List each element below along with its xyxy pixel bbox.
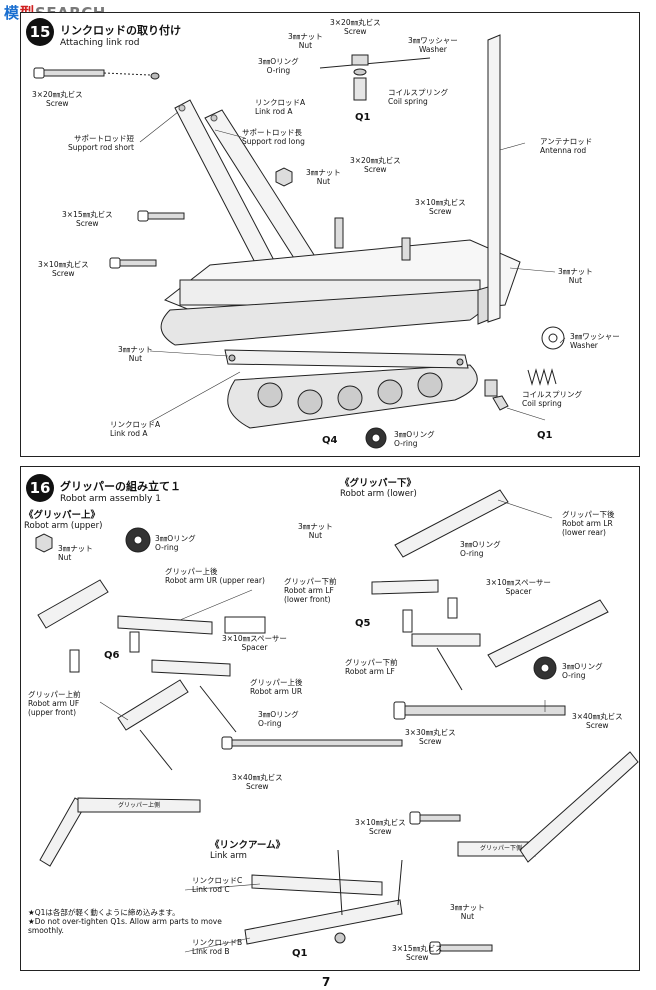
step-15-title: リンクロッドの取り付け Attaching link rod <box>60 24 181 48</box>
step-16-panel <box>20 466 640 971</box>
arm-inscription-lower: グリッパー下側 <box>480 845 523 852</box>
callout-q1-right: Q1 <box>537 430 553 441</box>
callout-q1-link: Q1 <box>292 948 308 959</box>
callout-q5: Q5 <box>355 618 371 629</box>
section-robot-arm-upper: 《グリッパー上》Robot arm (upper) <box>24 510 103 531</box>
assembly-note: ★Q1は各部が軽く動くように締め込みます。 ★Do not over-tight… <box>28 908 222 935</box>
page-number: 7 <box>322 975 331 989</box>
callout-q6: Q6 <box>104 650 120 661</box>
step-16-badge: 16 <box>26 474 54 502</box>
section-link-arm: 《リンクアーム》Link arm <box>210 840 286 861</box>
section-robot-arm-lower: 《グリッパー下》Robot arm (lower) <box>340 478 417 499</box>
callout-q1-top: Q1 <box>355 112 371 123</box>
step-15-badge: 15 <box>26 18 54 46</box>
callout-q4: Q4 <box>322 435 338 446</box>
arm-inscription-upper: グリッパー上側 <box>118 802 161 809</box>
step-16-title: グリッパーの組み立て１ Robot arm assembly 1 <box>60 480 181 504</box>
